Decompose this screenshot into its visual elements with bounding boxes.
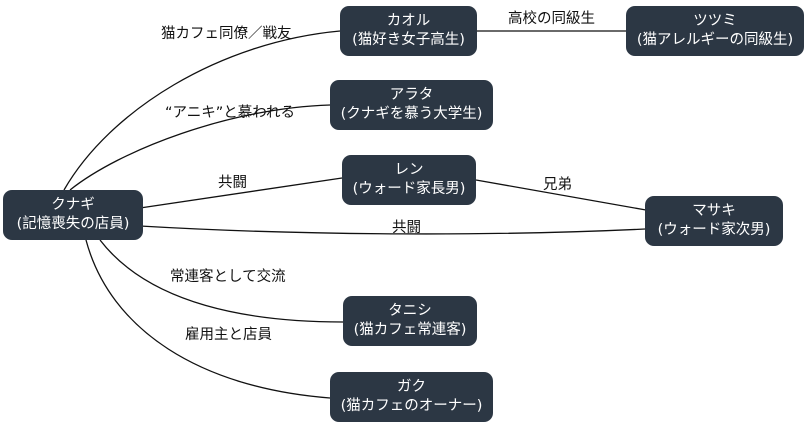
node-gaku: ガク (猫カフェのオーナー) xyxy=(330,372,493,422)
node-kunagi: クナギ (記憶喪失の店員) xyxy=(3,190,143,240)
node-kunagi-name: クナギ xyxy=(51,197,95,213)
edge-label-ren-masaki: 兄弟 xyxy=(543,177,572,193)
node-tsutsumi-desc: (猫アレルギーの同級生) xyxy=(636,32,794,48)
node-ren-name: レン xyxy=(394,162,424,178)
node-tsutsumi-name: ツツミ xyxy=(693,13,737,29)
node-tanishi-name: タニシ xyxy=(388,303,432,319)
edge-kunagi-gaku xyxy=(85,239,331,399)
edge-kunagi-arata xyxy=(69,104,331,191)
edge-kunagi-tanishi xyxy=(99,239,344,323)
node-arata-name: アラタ xyxy=(389,87,434,103)
edge-label-kunagi-gaku: 雇用主と店員 xyxy=(185,327,272,343)
node-masaki-desc: (ウォード家次男) xyxy=(657,222,771,238)
node-tanishi: タニシ (猫カフェ常連客) xyxy=(343,296,477,346)
node-kaoru-name: カオル xyxy=(386,13,431,29)
edge-kunagi-ren xyxy=(139,177,343,209)
edge-label-kunagi-tanishi: 常連客として交流 xyxy=(170,269,286,285)
node-tanishi-desc: (猫カフェ常連客) xyxy=(353,322,467,338)
edge-label-kunagi-kaoru: 猫カフェ同僚／戦友 xyxy=(161,26,292,42)
node-masaki-name: マサキ xyxy=(692,203,736,219)
edge-label-kunagi-ren: 共闘 xyxy=(218,175,247,191)
node-arata-desc: (クナギを慕う大学生) xyxy=(340,106,483,122)
node-kaoru-desc: (猫好き女子高生) xyxy=(352,32,465,48)
node-tsutsumi: ツツミ (猫アレルギーの同級生) xyxy=(626,6,804,56)
node-kaoru: カオル (猫好き女子高生) xyxy=(340,6,477,56)
node-ren: レン (ウォード家長男) xyxy=(342,155,476,205)
edge-label-kaoru-tsutsumi: 高校の同級生 xyxy=(508,11,595,27)
node-ren-desc: (ウォード家長男) xyxy=(352,181,466,197)
edge-ren-masaki xyxy=(475,179,647,211)
edge-label-kunagi-masaki: 共闘 xyxy=(392,220,421,236)
node-gaku-desc: (猫カフェのオーナー) xyxy=(340,398,483,414)
edge-kunagi-masaki xyxy=(139,225,646,235)
node-gaku-name: ガク xyxy=(397,379,426,395)
node-masaki: マサキ (ウォード家次男) xyxy=(645,196,783,246)
edge-kunagi-kaoru xyxy=(63,30,341,191)
node-arata: アラタ (クナギを慕う大学生) xyxy=(330,80,493,130)
edge-label-kunagi-arata: “アニキ”と慕われる xyxy=(165,105,296,121)
node-kunagi-desc: (記憶喪失の店員) xyxy=(16,216,130,232)
